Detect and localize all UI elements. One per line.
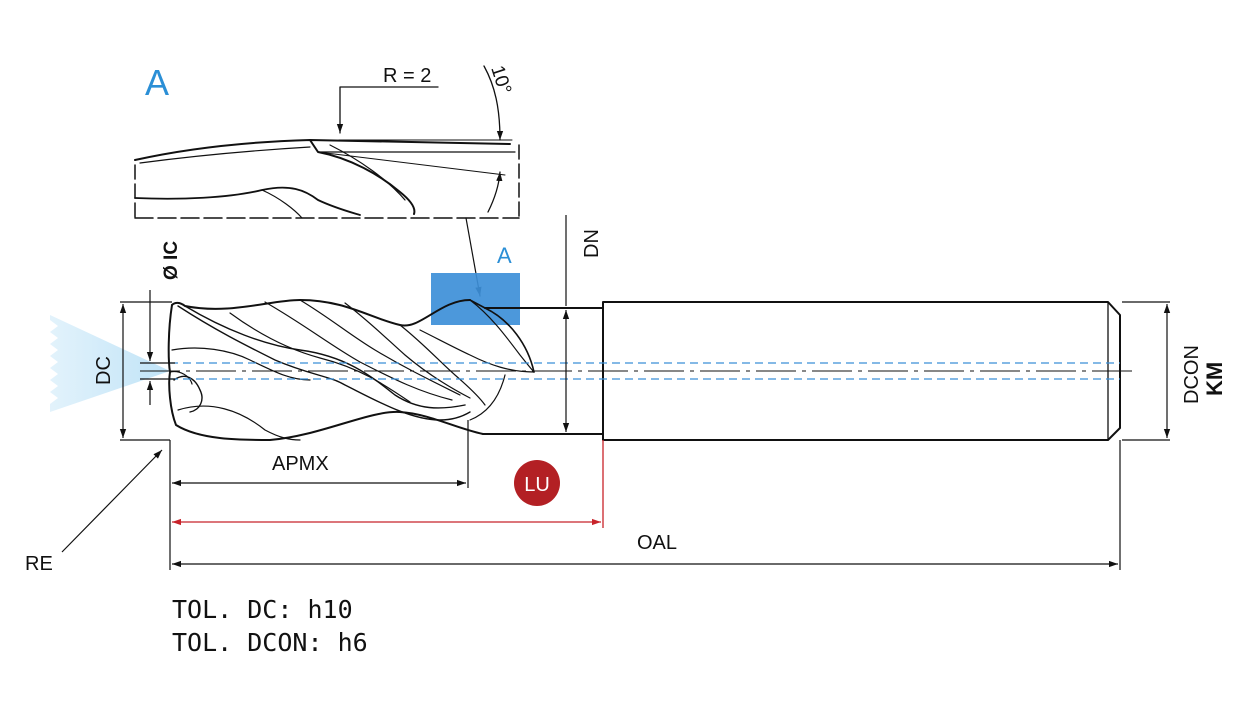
dc-label: DC [93,356,115,385]
apmx-label: APMX [272,453,329,475]
ic-label: Ø IC [161,241,182,280]
angle-arc [483,65,504,141]
re-label: RE [25,553,53,575]
tolerance-dcon: TOL. DCON: h6 [172,628,368,657]
detail-view-a [134,65,520,297]
lu-dimension [172,440,604,528]
coolant-spray [50,315,170,412]
radius-leader [336,86,439,134]
tolerance-dc: TOL. DC: h10 [172,595,353,624]
detail-callout-label: A [497,243,512,268]
angle-label: 10° [486,63,515,97]
oal-label: OAL [637,532,677,554]
end-mill-body [167,299,1121,441]
km-label: KM [1202,362,1227,396]
detail-view-label: A [145,62,169,103]
dn-label: DN [581,229,603,258]
dcon-label: DCON [1181,345,1203,404]
re-leader [61,449,163,553]
lu-label: LU [524,474,550,496]
radius-label: R = 2 [383,65,431,87]
detail-top-edge [134,139,511,161]
detail-callout-box [431,273,520,325]
lu-badge [514,460,560,506]
dimensions [61,215,1171,570]
